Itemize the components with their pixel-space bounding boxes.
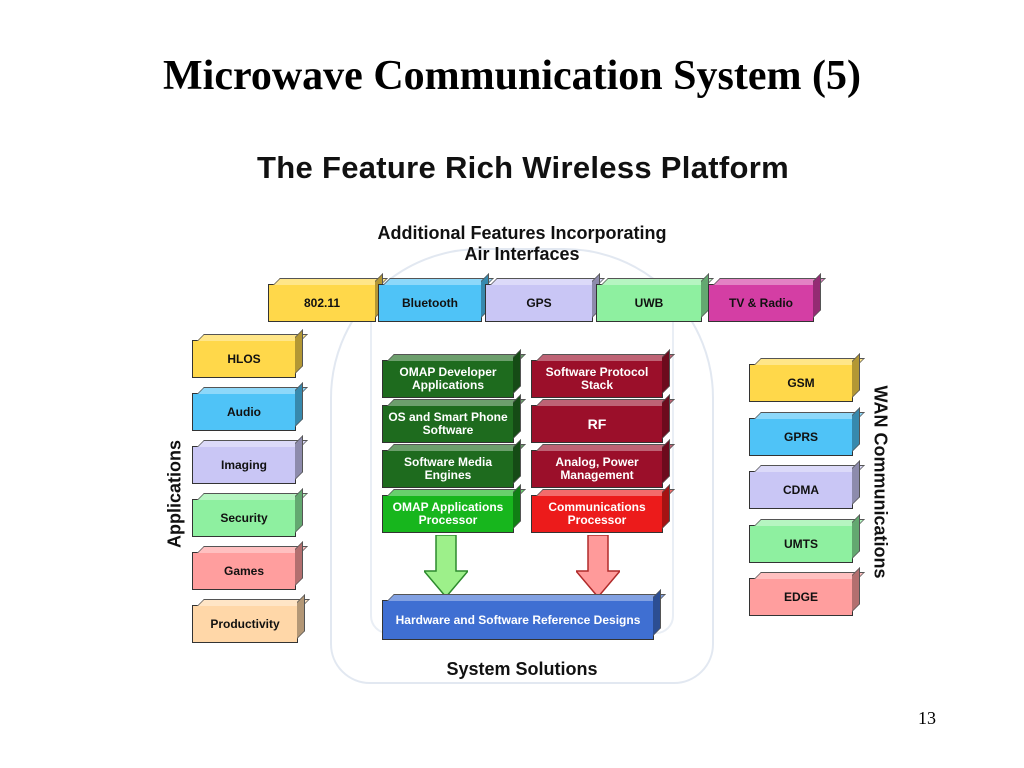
box-label: Security xyxy=(220,510,268,525)
box-label: Productivity xyxy=(210,616,280,631)
app-imaging-box: Imaging xyxy=(192,446,296,484)
app-security-box: Security xyxy=(192,499,296,537)
os-smart-phone-software-box: OS and Smart Phone Software xyxy=(382,405,514,443)
wan-cdma-box: CDMA xyxy=(749,471,853,509)
box-label: Bluetooth xyxy=(402,295,458,310)
box-label: GPS xyxy=(526,295,552,310)
app-audio-box: Audio xyxy=(192,393,296,431)
air-interfaces-heading-line1: Additional Features Incorporating xyxy=(377,223,667,243)
software-protocol-stack-box: Software Protocol Stack xyxy=(531,360,663,398)
app-productivity-box: Productivity xyxy=(192,605,298,643)
box-label: Hardware and Software Reference Designs xyxy=(395,612,641,627)
system-solutions-label: System Solutions xyxy=(446,659,598,679)
box-label: OS and Smart Phone Software xyxy=(388,410,508,437)
analog-power-management-box: Analog, Power Management xyxy=(531,450,663,488)
figure-title: The Feature Rich Wireless Platform xyxy=(257,150,789,185)
air-gps-box: GPS xyxy=(485,284,593,322)
slide-number: 13 xyxy=(918,708,936,728)
box-label: Imaging xyxy=(220,457,267,472)
box-label: Communications Processor xyxy=(548,500,646,527)
air-uwb-box: UWB xyxy=(596,284,702,322)
box-label: OMAP Developer Applications xyxy=(399,365,497,392)
wan-edge-box: EDGE xyxy=(749,578,853,616)
slide-title: Microwave Communication System (5) xyxy=(163,53,861,99)
wan-umts-box: UMTS xyxy=(749,525,853,563)
box-label: UMTS xyxy=(784,536,818,551)
box-label: GSM xyxy=(787,375,815,390)
app-hlos-box: HLOS xyxy=(192,340,296,378)
comm-down-arrow-icon xyxy=(576,535,620,597)
box-label: RF xyxy=(587,415,607,432)
air-tv-radio-box: TV & Radio xyxy=(708,284,814,322)
box-label: HLOS xyxy=(227,351,261,366)
air-interfaces-heading-line2: Air Interfaces xyxy=(464,244,580,264)
wan-communications-label: WAN Communications xyxy=(870,385,891,579)
phone-watermark xyxy=(330,248,714,684)
box-label: Audio xyxy=(227,404,261,419)
air-802-11-box: 802.11 xyxy=(268,284,376,322)
box-label: Games xyxy=(223,563,265,578)
air-interfaces-heading: Additional Features Incorporating Air In… xyxy=(322,223,722,265)
wan-gsm-box: GSM xyxy=(749,364,853,402)
box-label: Software Protocol Stack xyxy=(545,365,649,392)
omap-applications-processor-box: OMAP Applications Processor xyxy=(382,495,514,533)
box-label: Software Media Engines xyxy=(403,455,493,482)
wan-gprs-box: GPRS xyxy=(749,418,853,456)
box-label: GPRS xyxy=(783,429,818,444)
app-games-box: Games xyxy=(192,552,296,590)
hardware-software-reference-designs-box: Hardware and Software Reference Designs xyxy=(382,600,654,640)
box-label: TV & Radio xyxy=(728,295,793,310)
box-label: OMAP Applications Processor xyxy=(392,500,504,527)
box-label: EDGE xyxy=(783,589,818,604)
box-label: CDMA xyxy=(783,482,819,497)
box-label: Analog, Power Management xyxy=(555,455,639,482)
box-label: UWB xyxy=(634,295,664,310)
air-bluetooth-box: Bluetooth xyxy=(378,284,482,322)
rf-box: RF xyxy=(531,405,663,443)
box-label: 802.11 xyxy=(303,295,341,310)
software-media-engines-box: Software Media Engines xyxy=(382,450,514,488)
communications-processor-box: Communications Processor xyxy=(531,495,663,533)
applications-label: Applications xyxy=(164,439,185,549)
omap-down-arrow-icon xyxy=(424,535,468,597)
omap-developer-applications-box: OMAP Developer Applications xyxy=(382,360,514,398)
